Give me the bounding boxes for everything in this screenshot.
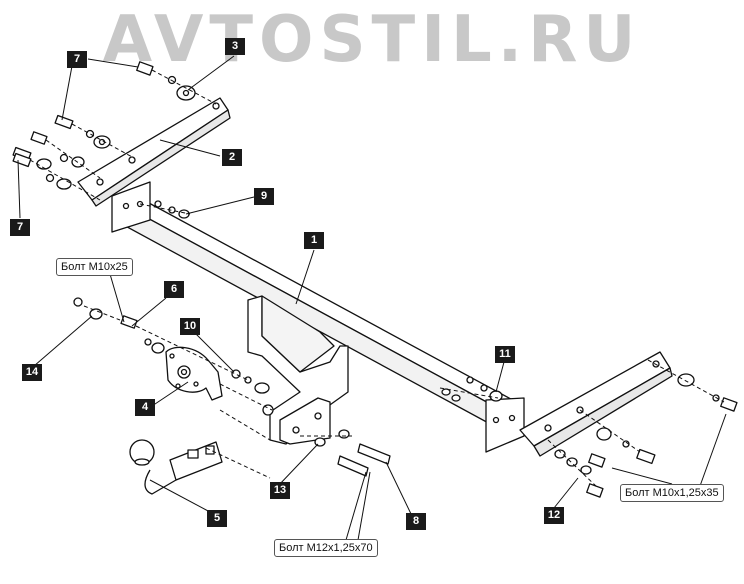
callout-14: 14 — [22, 364, 42, 381]
center-drop-bracket — [247, 295, 349, 445]
callout-11: 11 — [495, 346, 515, 363]
ball-mount-plate — [165, 346, 223, 401]
label-bolt-m10x25: Болт М10х25 — [56, 258, 133, 276]
right-bracket — [519, 351, 673, 457]
main-cross-beam — [111, 181, 525, 453]
callout-8: 8 — [406, 513, 426, 530]
leader-lines — [17, 55, 727, 541]
left-bracket — [77, 97, 231, 207]
callout-9: 9 — [254, 188, 274, 205]
label-bolt-m12x125x70: Болт М12х1,25х70 — [274, 539, 378, 557]
fasteners — [12, 61, 738, 498]
callout-12: 12 — [544, 507, 564, 524]
tow-ball — [129, 439, 223, 495]
callout-2: 2 — [222, 149, 242, 166]
assembly-lines — [29, 69, 725, 489]
callout-1: 1 — [304, 232, 324, 249]
callout-6: 6 — [164, 281, 184, 298]
watermark: AVTOSTIL.RU — [102, 3, 642, 77]
callout-4: 4 — [135, 399, 155, 416]
callout-10: 10 — [180, 318, 200, 335]
callout-7-bottom: 7 — [10, 219, 30, 236]
callout-3: 3 — [225, 38, 245, 55]
callout-13: 13 — [270, 482, 290, 499]
callout-7-top: 7 — [67, 51, 87, 68]
label-bolt-m10x125x35: Болт М10х1,25х35 — [620, 484, 724, 502]
callout-5: 5 — [207, 510, 227, 527]
